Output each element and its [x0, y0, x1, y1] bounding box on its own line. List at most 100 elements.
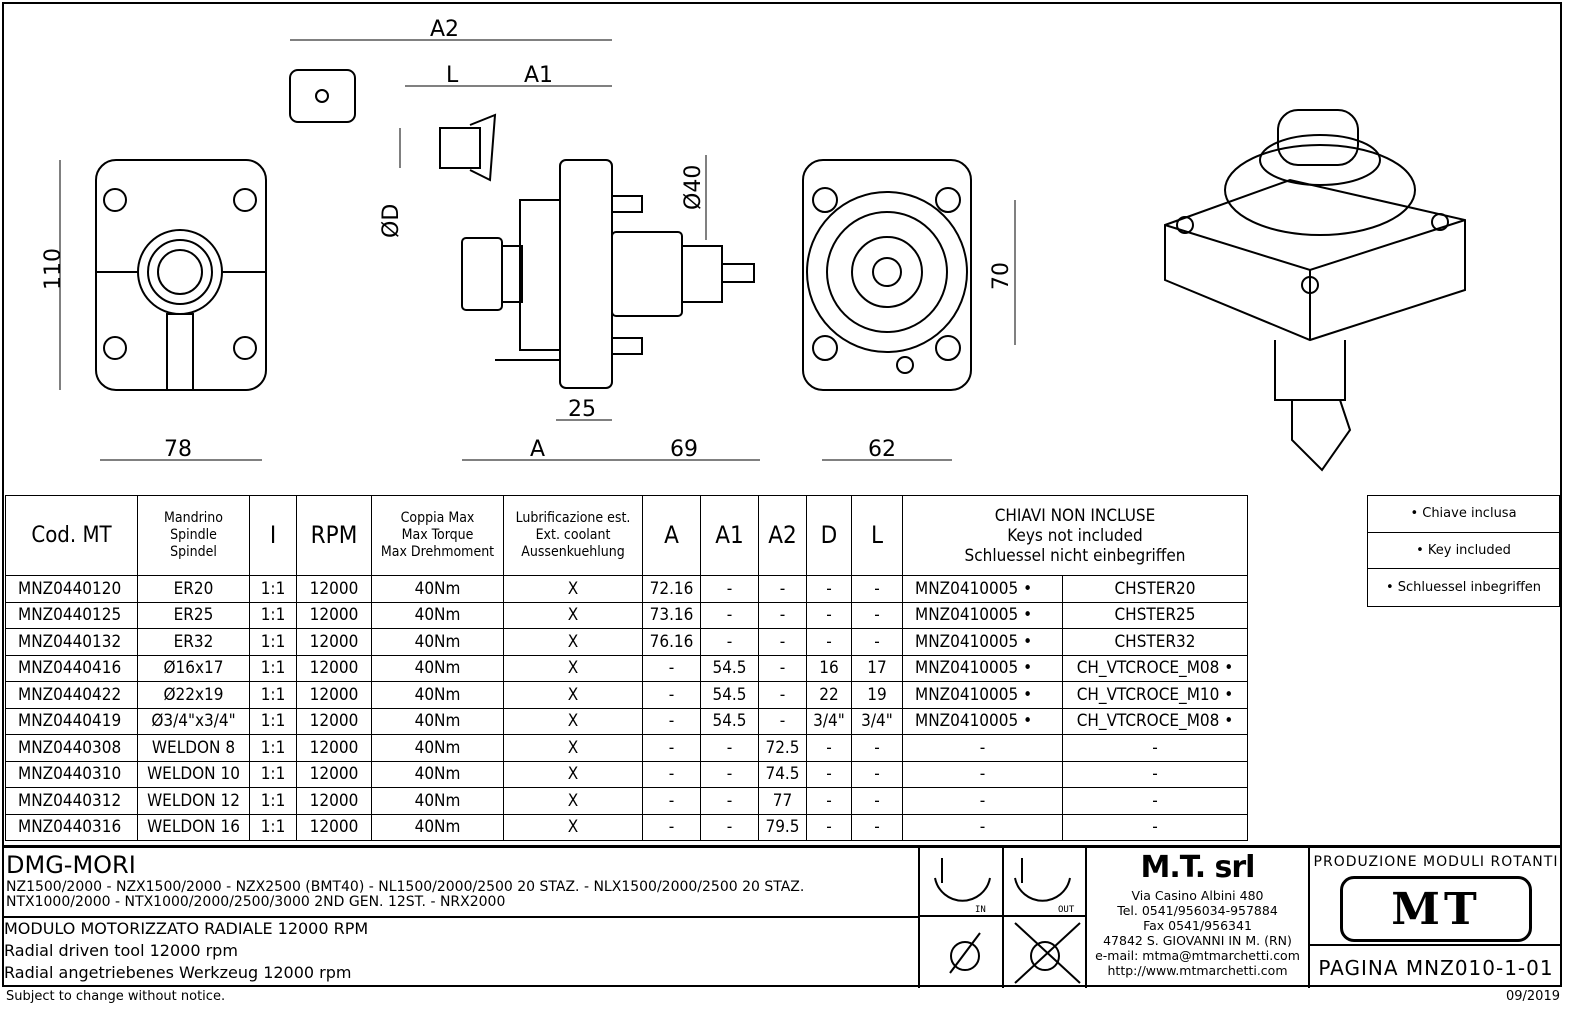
page-code: PAGINA MNZ010-1-01	[1310, 944, 1562, 988]
table-cell: -	[642, 787, 701, 815]
table-cell: -	[851, 813, 903, 841]
table-cell: 1:1	[249, 628, 297, 656]
table-cell: 40Nm	[371, 787, 504, 815]
table-cell: -	[758, 654, 807, 682]
dim-110: 110	[41, 248, 66, 290]
dim-25: 25	[568, 397, 596, 422]
dim-l: L	[446, 63, 459, 88]
table-cell: 73.16	[642, 601, 701, 629]
table-cell: X	[503, 707, 643, 735]
table-cell: 22	[806, 681, 852, 709]
company-info: M.T. srl Via Casino Albini 480 Tel. 0541…	[1087, 848, 1310, 988]
column-header: Lubrificazione est. Ext. coolant Aussenk…	[503, 495, 643, 576]
table-cell: -	[642, 707, 701, 735]
table-cell: -	[700, 787, 759, 815]
table-cell: MNZ0410005 •	[902, 654, 1063, 682]
table-cell: X	[503, 628, 643, 656]
table-cell: 12000	[296, 601, 372, 629]
dim-78: 78	[164, 437, 192, 462]
table-cell: -	[806, 628, 852, 656]
table-cell: -	[902, 734, 1063, 762]
legend-en: • Key included	[1368, 533, 1559, 569]
table-cell: -	[700, 628, 759, 656]
table-cell: MNZ0440120	[5, 575, 138, 603]
dim-70: 70	[989, 262, 1014, 290]
column-header: Coppia Max Max Torque Max Drehmoment	[371, 495, 504, 576]
table-cell: -	[700, 734, 759, 762]
table-cell: -	[642, 734, 701, 762]
drawing-frame	[2, 2, 1562, 987]
website[interactable]: http://www.mtmarchetti.com	[1107, 963, 1288, 978]
table-cell: MNZ0440132	[5, 628, 138, 656]
table-cell: -	[806, 813, 852, 841]
table-cell: 1:1	[249, 787, 297, 815]
key-legend: • Chiave inclusa • Key included • Schlue…	[1367, 495, 1560, 607]
table-cell: WELDON 12	[137, 787, 250, 815]
table-cell: 72.5	[758, 734, 807, 762]
column-header: Cod. MT	[5, 495, 138, 576]
table-cell: -	[700, 601, 759, 629]
dim-od: ØD	[379, 204, 404, 238]
table-cell: -	[1062, 734, 1248, 762]
column-header: A	[642, 495, 701, 576]
wrench-crossed-icon	[1030, 941, 1060, 971]
title-block: DMG-MORI NZ1500/2000 - NZX1500/2000 - NZ…	[2, 845, 1562, 988]
table-cell: MNZ0410005 •	[902, 575, 1063, 603]
table-cell: CH_VTCROCE_M08 •	[1062, 707, 1248, 735]
table-cell: 12000	[296, 787, 372, 815]
table-cell: -	[700, 760, 759, 788]
table-cell: MNZ0440312	[5, 787, 138, 815]
table-cell: CH_VTCROCE_M08 •	[1062, 654, 1248, 682]
table-cell: MNZ0410005 •	[902, 681, 1063, 709]
table-cell: 16	[806, 654, 852, 682]
table-cell: MNZ0440419	[5, 707, 138, 735]
table-cell: MNZ0410005 •	[902, 628, 1063, 656]
table-cell: 40Nm	[371, 601, 504, 629]
table-cell: 12000	[296, 628, 372, 656]
table-cell: MNZ0410005 •	[902, 601, 1063, 629]
address: Via Casino Albini 480	[1131, 888, 1264, 903]
table-cell: Ø3/4"x3/4"	[137, 707, 250, 735]
table-cell: 40Nm	[371, 628, 504, 656]
table-cell: 12000	[296, 654, 372, 682]
table-cell: 54.5	[700, 707, 759, 735]
production-title: PRODUZIONE MODULI ROTANTI	[1313, 854, 1559, 870]
table-cell: 12000	[296, 707, 372, 735]
table-cell: -	[851, 575, 903, 603]
machine-info: DMG-MORI NZ1500/2000 - NZX1500/2000 - NZ…	[2, 848, 920, 988]
company-name: M.T. srl	[1140, 850, 1256, 885]
table-cell: -	[758, 681, 807, 709]
table-cell: MNZ0410005 •	[902, 707, 1063, 735]
isometric-view	[1164, 109, 1466, 472]
table-cell: -	[642, 654, 701, 682]
table-cell: 1:1	[249, 681, 297, 709]
table-cell: -	[806, 760, 852, 788]
table-cell: 77	[758, 787, 807, 815]
table-cell: -	[1062, 813, 1248, 841]
table-cell: -	[806, 787, 852, 815]
email[interactable]: e-mail: mtma@mtmarchetti.com	[1095, 948, 1300, 963]
table-cell: 12000	[296, 734, 372, 762]
table-cell: 40Nm	[371, 813, 504, 841]
rotation-out-icon	[1014, 877, 1071, 902]
table-cell: X	[503, 654, 643, 682]
table-cell: 1:1	[249, 813, 297, 841]
table-cell: -	[758, 601, 807, 629]
table-cell: 54.5	[700, 681, 759, 709]
legend-de: • Schluessel inbegriffen	[1385, 579, 1542, 595]
column-header: A1	[700, 495, 759, 576]
column-header: CHIAVI NON INCLUSE Keys not included Sch…	[902, 495, 1248, 576]
table-cell: X	[503, 734, 643, 762]
table-cell: -	[806, 734, 852, 762]
table-cell: 12000	[296, 760, 372, 788]
table-cell: -	[642, 760, 701, 788]
production-block: PRODUZIONE MODULI ROTANTI MT PAGINA MNZ0…	[1310, 848, 1562, 988]
table-cell: -	[851, 734, 903, 762]
column-header: I	[249, 495, 297, 576]
table-cell: 1:1	[249, 707, 297, 735]
